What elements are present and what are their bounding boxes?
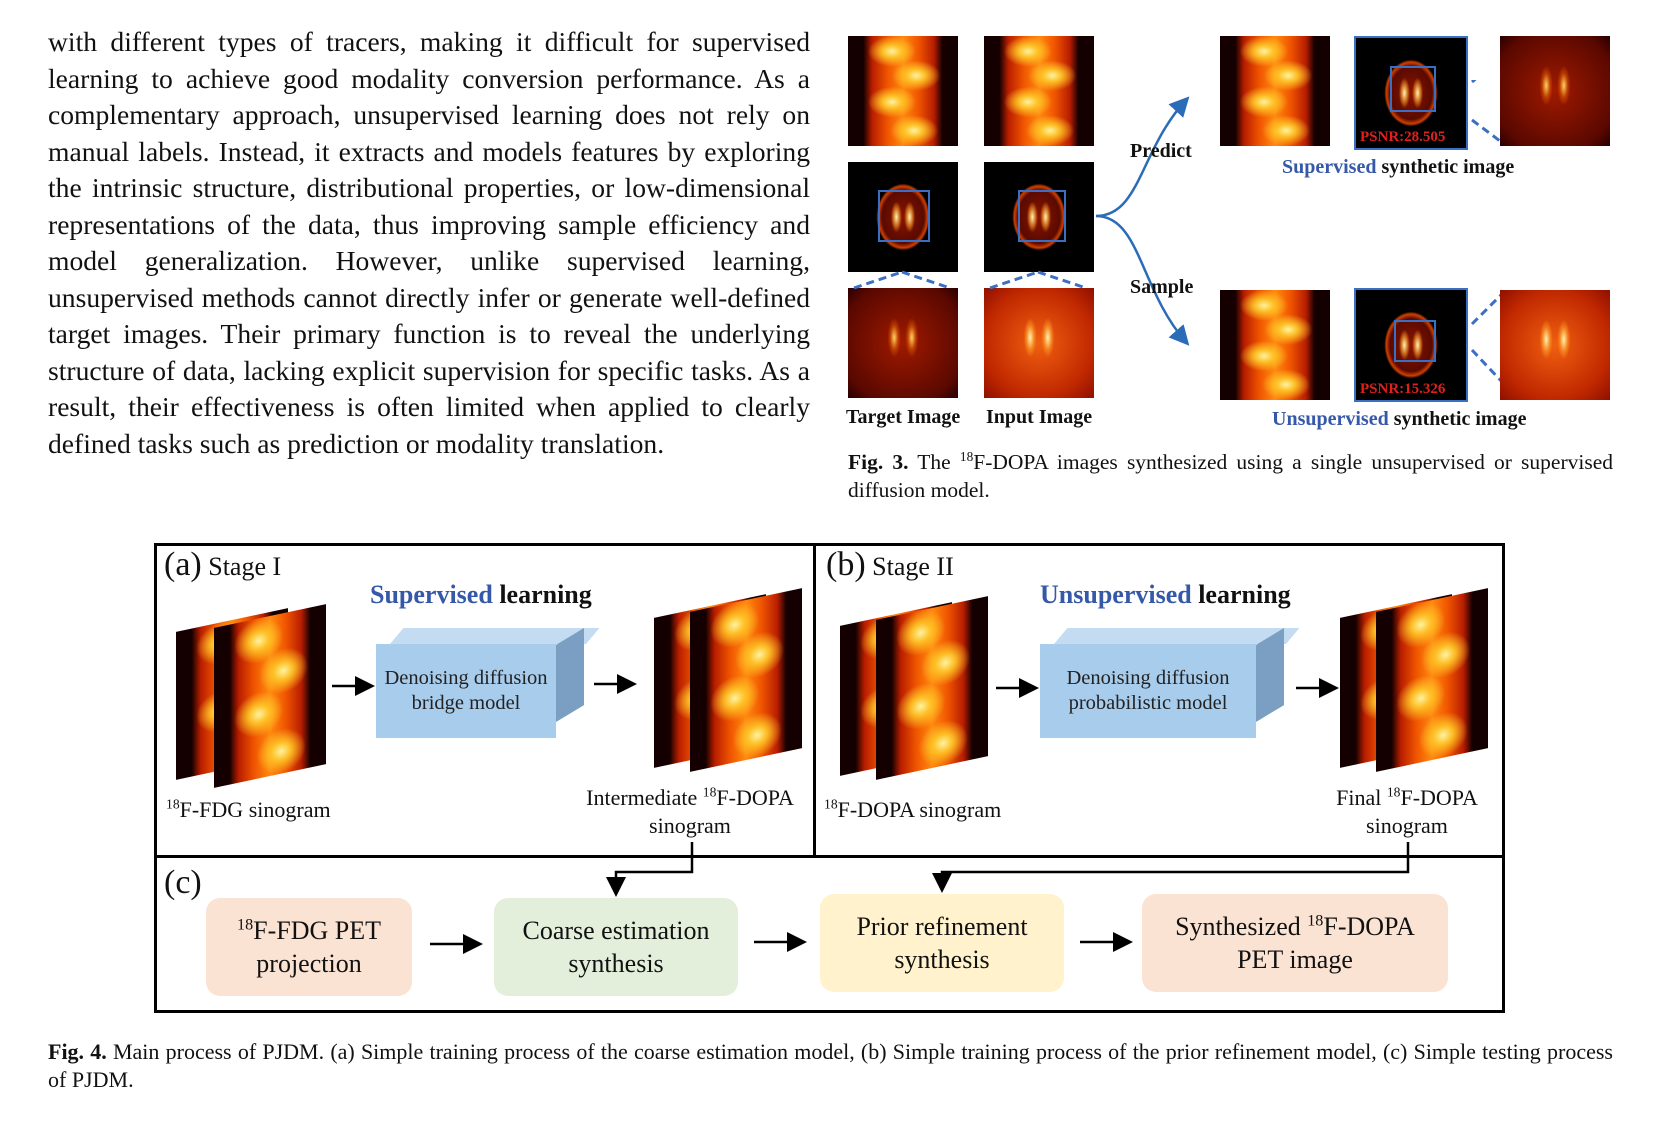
final-caption-sup: 18 [1386,784,1401,800]
target-image-label: Target Image [846,406,961,428]
panel-a-label: (a) Stage I [164,546,281,584]
fig3-connectors [853,80,1506,386]
fig4-caption: Fig. 4. Main process of PJDM. (a) Simple… [48,1038,1613,1094]
roi-box [1394,320,1436,362]
sample-label: Sample [1130,276,1194,298]
panel-a-stage: Stage I [208,552,282,581]
input-zoom-image [984,288,1094,398]
dopa-sinogram-caption-sup: 18 [824,796,838,812]
input-brain-image [984,162,1094,272]
final-caption-pre: Final [1336,785,1382,810]
step4-pre: Synthesized [1175,912,1301,941]
panel-a-learning-emph: Supervised [370,580,493,609]
panel-b-letter: (b) [826,546,866,583]
unsupervised-synthetic-label: Unsupervised synthetic image [1272,408,1526,431]
step-fdg-pet-projection: 18F-FDG PET projection [206,898,412,996]
unsupervised-sinogram-image [1220,290,1330,400]
supervised-word: Supervised [1282,156,1377,178]
panel-divider-horizontal [154,855,1505,858]
step2-line2: synthesis [568,949,664,978]
intermediate-caption-line2: sinogram [649,813,731,838]
step2-line1: Coarse estimation [522,916,710,945]
panel-b-learning-rest: learning [1198,580,1291,609]
fig3-caption-sup: 18 [959,448,974,464]
panel-c-label: (c) [164,864,202,902]
final-sinogram-caption: Final 18F-DOPA sinogram [1292,784,1522,840]
roi-box [878,190,930,242]
panel-a-learning-title: Supervised learning [370,580,592,610]
step1-sup: 18 [237,916,254,934]
step4-sup: 18 [1307,912,1324,930]
unsupervised-brain-image: PSNR:15.326 [1354,288,1468,402]
fig3-caption-prefix: Fig. 3. [848,450,909,474]
step-synthesized-dopa-pet: Synthesized 18F-DOPA PET image [1142,894,1448,992]
denoising-diffusion-bridge-label: Denoising diffusion bridge model [376,644,556,738]
intermediate-sinogram-caption: Intermediate 18F-DOPA sinogram [570,784,810,840]
panel-b-stage: Stage II [872,552,954,581]
roi-box [1018,190,1066,242]
fig4-caption-rest: Main process of PJDM. (a) Simple trainin… [48,1039,1613,1092]
psnr-unsupervised-value: PSNR:15.326 [1360,381,1446,397]
denoising-diffusion-probabilistic-box: Denoising diffusion probabilistic model [1040,628,1300,738]
final-caption-line2: sinogram [1366,813,1448,838]
body-paragraph-text: with different types of tracers, making … [48,26,810,459]
dopa-sinogram-caption: 18F-DOPA sinogram [824,796,1001,824]
fdg-sinogram-caption: 18F-FDG sinogram [166,796,331,824]
input-sinogram-image [984,36,1094,146]
unsupervised-word: Unsupervised [1272,408,1389,430]
fig3-caption-rest: F-DOPA images synthesized using a single… [848,450,1614,502]
fig4-frame [154,543,1505,1013]
step1-line2: projection [256,949,362,978]
fdg-sinogram-caption-rest: F-FDG sinogram [179,797,331,822]
supervised-sinogram-image [1220,36,1330,146]
target-zoom-image [848,288,958,398]
roi-box [1390,66,1436,112]
panel-c-letter: (c) [164,864,202,901]
fig3-caption: Fig. 3. The 18F-DOPA images synthesized … [848,448,1613,504]
denoising-diffusion-bridge-box: Denoising diffusion bridge model [376,628,600,738]
predict-label: Predict [1130,140,1192,162]
fig3-caption-pre: The [917,450,951,474]
panel-divider-vertical [813,543,816,858]
input-image-label: Input Image [986,406,1093,428]
supervised-synthetic-label: Supervised synthetic image [1282,156,1514,179]
denoising-diffusion-probabilistic-label: Denoising diffusion probabilistic model [1040,644,1256,738]
step-coarse-estimation: Coarse estimation synthesis [494,898,738,996]
target-sinogram-image [848,36,958,146]
final-caption-rest: F-DOPA [1400,785,1478,810]
panel-a-learning-rest: learning [499,580,592,609]
step3-line1: Prior refinement [856,912,1028,941]
step-prior-refinement: Prior refinement synthesis [820,894,1064,992]
intermediate-caption-pre: Intermediate [586,785,698,810]
supervised-brain-image: PSNR:28.505 [1354,36,1468,150]
synthetic-suffix: synthetic image [1393,408,1527,430]
dopa-sinogram-caption-rest: F-DOPA sinogram [837,797,1002,822]
intermediate-caption-rest: F-DOPA [716,785,794,810]
unsupervised-zoom-image [1500,290,1610,400]
supervised-zoom-image [1500,36,1610,146]
fig4-caption-prefix: Fig. 4. [48,1039,107,1064]
psnr-supervised-value: PSNR:28.505 [1360,129,1446,145]
step4-rest: F-DOPA [1323,912,1415,941]
fdg-sinogram-caption-sup: 18 [166,796,180,812]
synthetic-suffix: synthetic image [1381,156,1515,178]
panel-b-label: (b) Stage II [826,546,954,584]
panel-b-learning-title: Unsupervised learning [1040,580,1291,610]
panel-a-letter: (a) [164,546,202,583]
step3-line2: synthesis [894,945,990,974]
target-brain-image [848,162,958,272]
body-paragraph: with different types of tracers, making … [48,24,810,462]
intermediate-caption-sup: 18 [702,784,717,800]
step4-line2: PET image [1237,945,1353,974]
step1-rest: F-FDG PET [253,916,381,945]
panel-b-learning-emph: Unsupervised [1040,580,1192,609]
